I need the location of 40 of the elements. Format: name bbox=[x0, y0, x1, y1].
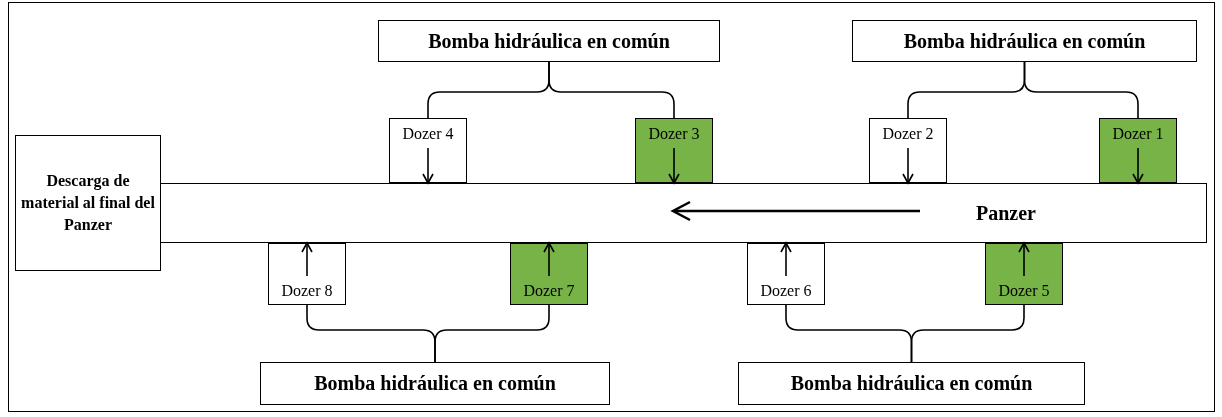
pump-box bbox=[852, 20, 1197, 62]
dozer-label: Dozer 1 bbox=[1112, 125, 1164, 143]
arrow bbox=[543, 242, 555, 277]
arrow bbox=[301, 242, 313, 277]
discharge-label: Descarga de material al final del Panzer bbox=[20, 171, 156, 235]
pump-label: Bomba hidráulica en común bbox=[428, 29, 670, 53]
discharge-box bbox=[15, 135, 161, 271]
dozer-box bbox=[1099, 118, 1177, 183]
pump-label: Bomba hidráulica en común bbox=[314, 372, 556, 395]
dozer-label: Dozer 5 bbox=[998, 282, 1050, 300]
dozer-box bbox=[747, 243, 825, 305]
pump-label: Bomba hidráulica en común bbox=[790, 372, 1033, 395]
conveyor-label: Panzer bbox=[976, 201, 1036, 225]
arrow bbox=[780, 242, 792, 277]
arrow bbox=[1132, 147, 1144, 184]
dozer-box bbox=[510, 243, 588, 305]
dozer-box bbox=[389, 118, 467, 183]
bracket-line bbox=[1023, 61, 1139, 119]
dozer-box bbox=[985, 243, 1063, 305]
dozer-label: Dozer 8 bbox=[281, 282, 333, 300]
dozer-label: Dozer 3 bbox=[648, 125, 700, 143]
bracket-line bbox=[548, 61, 675, 119]
pump-label: Bomba hidráulica en común bbox=[903, 29, 1146, 53]
dozer-label: Dozer 6 bbox=[760, 282, 812, 300]
pump-box bbox=[260, 362, 610, 405]
arrow bbox=[422, 147, 434, 184]
dozer-box bbox=[635, 118, 713, 183]
dozer-label: Dozer 4 bbox=[402, 125, 454, 143]
pump-box bbox=[738, 362, 1085, 405]
bracket-line bbox=[434, 304, 550, 363]
dozer-label: Dozer 2 bbox=[882, 125, 934, 143]
dozer-box bbox=[268, 243, 346, 305]
conveyor-band bbox=[160, 183, 1207, 243]
arrow bbox=[902, 147, 914, 184]
bracket-line bbox=[910, 304, 1025, 363]
dozer-box bbox=[869, 118, 947, 183]
arrow bbox=[668, 147, 680, 184]
arrow bbox=[1018, 242, 1030, 277]
dozer-label: Dozer 7 bbox=[523, 282, 575, 300]
pump-box bbox=[378, 20, 720, 62]
